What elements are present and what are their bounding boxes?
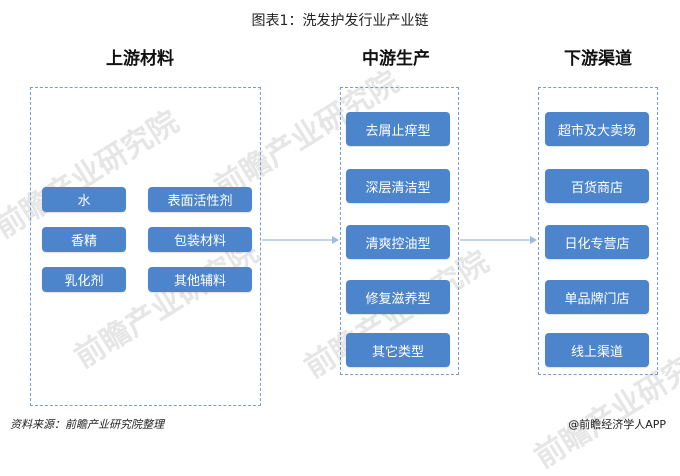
midstream-item-repair: 修复滋养型	[346, 280, 450, 314]
midstream-item-dandruff: 去屑止痒型	[346, 112, 450, 146]
downstream-heading: 下游渠道	[564, 49, 632, 69]
upstream-panel	[30, 87, 261, 406]
upstream-heading: 上游材料	[106, 49, 174, 69]
downstream-panel	[538, 87, 658, 375]
midstream-heading: 中游生产	[362, 49, 430, 69]
upstream-item-emulsifier: 乳化剂	[42, 267, 126, 292]
midstream-item-oil-control: 清爽控油型	[346, 225, 450, 259]
source-note: 资料来源：前瞻产业研究院整理	[10, 418, 164, 431]
midstream-item-other: 其它类型	[346, 333, 450, 367]
downstream-item-brand-store: 单品牌门店	[545, 280, 649, 314]
downstream-item-online: 线上渠道	[545, 333, 649, 367]
chart-title: 图表1：洗发护发行业产业链	[251, 13, 429, 29]
arrow-midstream-to-downstream	[460, 236, 537, 244]
upstream-item-fragrance: 香精	[42, 227, 126, 252]
upstream-item-packaging: 包装材料	[148, 227, 252, 252]
brand-label: @前瞻经济学人APP	[568, 418, 666, 431]
downstream-item-daily-chem-store: 日化专营店	[545, 225, 649, 259]
arrow-upstream-to-midstream	[262, 236, 339, 244]
upstream-item-surfactant: 表面活性剂	[148, 187, 252, 212]
downstream-item-department-store: 百货商店	[545, 169, 649, 203]
upstream-item-other: 其他辅料	[148, 267, 252, 292]
upstream-item-water: 水	[42, 187, 126, 212]
midstream-panel	[340, 87, 459, 375]
downstream-item-supermarket: 超市及大卖场	[545, 112, 649, 146]
midstream-item-deep-clean: 深层清洁型	[346, 169, 450, 203]
